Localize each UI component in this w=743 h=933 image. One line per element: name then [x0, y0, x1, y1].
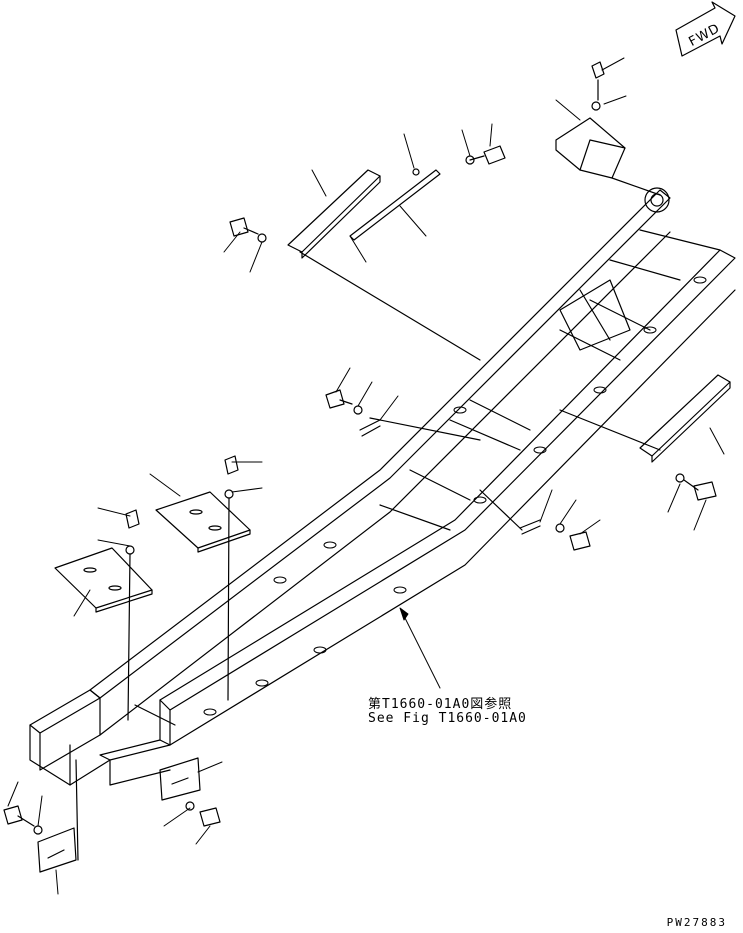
mid-fasteners — [325, 389, 481, 441]
reference-jp: 第T1660-01A0図参照 — [368, 697, 513, 712]
drawing-code: PW27883 — [666, 916, 727, 929]
main-frame — [29, 187, 736, 786]
frame-slots — [203, 276, 707, 716]
left-plates — [54, 455, 251, 721]
leader-lines — [7, 57, 725, 895]
cross-members — [134, 229, 721, 726]
bottom-plates — [3, 757, 221, 873]
upper-bracket — [229, 145, 506, 361]
fwd-arrow-icon — [675, 1, 736, 57]
right-channel — [559, 374, 731, 501]
top-cover — [555, 61, 661, 196]
reference-en: See Fig T1660-01A0 — [368, 711, 527, 726]
